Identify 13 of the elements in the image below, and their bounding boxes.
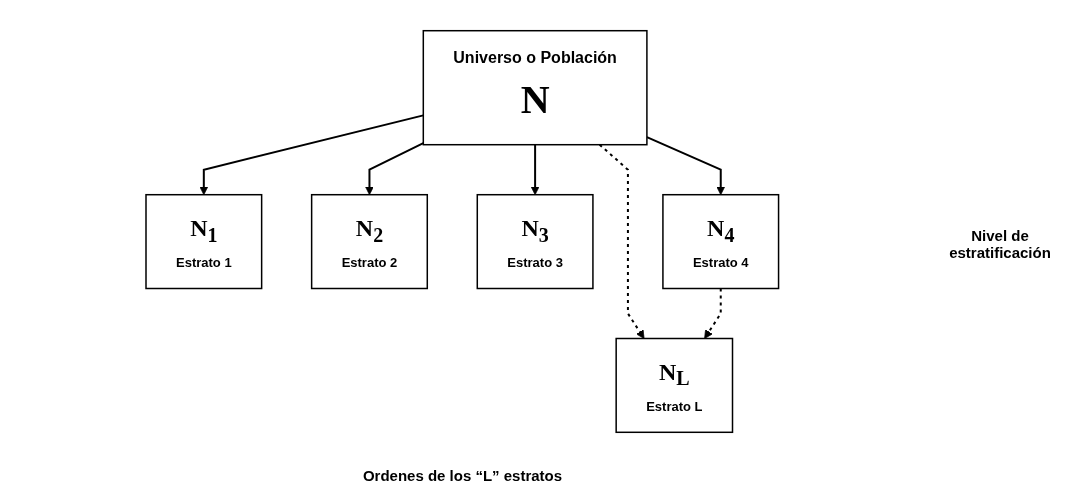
node-box: N$_{3}$ Estrato 3: [476, 193, 594, 290]
arrow: [199, 114, 425, 196]
node-box: N$_{2}$ Estrato 2: [311, 193, 429, 290]
node-box: N$_{4}$ Estrato 4: [662, 193, 780, 290]
arrow: [365, 142, 425, 196]
annotation-text: Nivel de estratificación: [948, 227, 1052, 261]
node-box: Universo o Población N: [422, 29, 648, 146]
node-box: N$_{L}$ Estrato L: [615, 337, 734, 434]
arrow: [704, 287, 722, 339]
arrow: [598, 143, 645, 339]
node-box: N$_{1}$ Estrato 1: [145, 193, 263, 290]
annotation-text: Ordenes de los “L” estratos: [362, 467, 563, 484]
arrow: [530, 143, 540, 196]
